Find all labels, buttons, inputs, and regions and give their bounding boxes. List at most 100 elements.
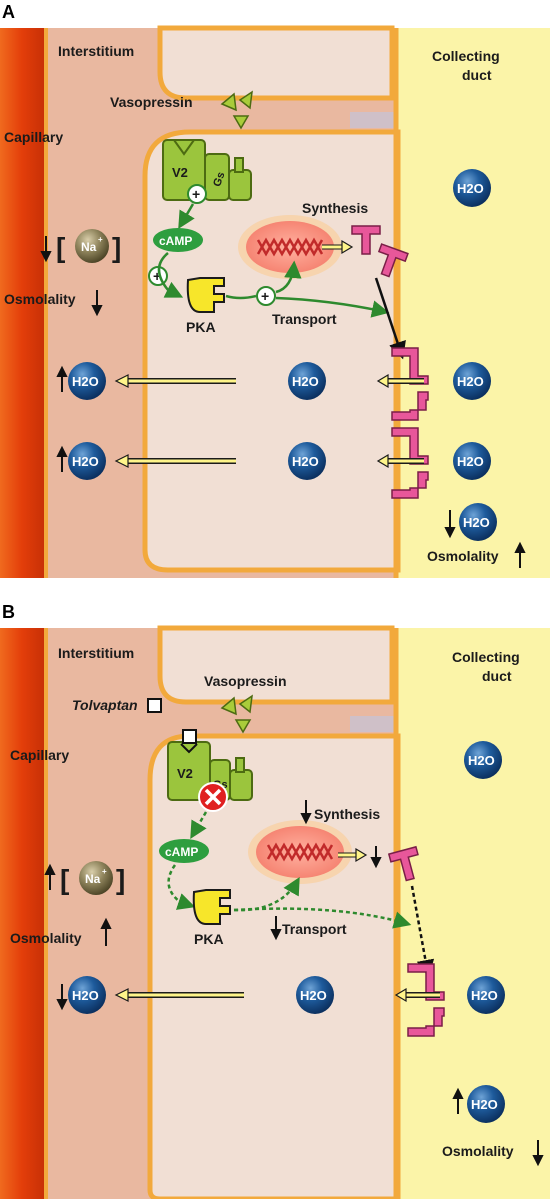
svg-text:+: + (98, 235, 103, 244)
block-icon (198, 782, 228, 812)
nucleus (246, 221, 334, 273)
osmolality-right-label: Osmolality (427, 548, 499, 564)
svg-text:H2O: H2O (457, 181, 484, 196)
h2o-molecule: H2O (288, 362, 326, 400)
water-flow-arrow (376, 373, 424, 389)
svg-text:H2O: H2O (300, 988, 327, 1003)
svg-text:Na: Na (81, 240, 97, 254)
gs-label: Gs (211, 170, 227, 188)
h2o-molecule: H2O (68, 976, 106, 1014)
vasopressin-icon (220, 90, 253, 130)
transport-label: Transport (282, 921, 347, 937)
water-flow-arrow (376, 453, 424, 469)
svg-text:H2O: H2O (471, 988, 498, 1003)
pka-icon (192, 889, 231, 925)
panel-a: A Interstitium Collecting duct Capillary… (0, 2, 550, 578)
v2-label: V2 (172, 165, 188, 180)
capillary-wall (0, 28, 44, 578)
decrease-arrow-icon (444, 510, 456, 539)
nucleus (256, 826, 344, 878)
camp-label: cAMP (159, 234, 192, 248)
pka-label: PKA (194, 931, 224, 947)
h2o-molecule: H2O (288, 442, 326, 480)
h2o-molecule: H2O (68, 362, 106, 400)
decrease-arrow-icon (370, 846, 382, 869)
interstitium-label: Interstitium (58, 43, 134, 59)
neighbour-cell (157, 625, 395, 705)
collecting-duct-label-1: Collecting (452, 649, 520, 665)
decrease-arrow-icon (532, 1140, 544, 1167)
increase-arrow-icon (514, 541, 526, 568)
collecting-duct-region (396, 28, 550, 578)
svg-text:H2O: H2O (457, 454, 484, 469)
aquaporin-channel (407, 963, 445, 1037)
svg-text:H2O: H2O (292, 374, 319, 389)
svg-text:H2O: H2O (457, 374, 484, 389)
h2o-molecule: H2O (68, 442, 106, 480)
tolvaptan-bound-icon (182, 729, 197, 744)
na-ion-icon: [ Na + ] (60, 861, 125, 895)
decrease-arrow-icon (91, 290, 103, 317)
na-ion-icon: [ Na + ] (56, 229, 121, 263)
pka-icon (186, 277, 225, 313)
h2o-molecule: H2O (467, 976, 505, 1014)
vasopressin-label: Vasopressin (110, 94, 193, 110)
increase-arrow-icon (56, 445, 68, 472)
svg-text:+: + (261, 288, 269, 304)
h2o-molecule: H2O (459, 503, 497, 541)
collecting-duct-label-2: duct (462, 67, 492, 83)
water-flow-arrow (114, 374, 236, 388)
camp-node (153, 228, 203, 252)
h2o-molecule: H2O (296, 976, 334, 1014)
panel-b: B Interstitium Collecting duct Capillary… (0, 602, 550, 1199)
svg-text:+: + (192, 186, 200, 202)
transport-label: Transport (272, 311, 337, 327)
panel-a-letter: A (2, 2, 15, 22)
tolvaptan-icon (147, 698, 162, 713)
osmolality-left-label: Osmolality (10, 930, 82, 946)
svg-text:[: [ (60, 864, 69, 895)
svg-text:H2O: H2O (463, 515, 490, 530)
h2o-molecule: H2O (453, 442, 491, 480)
capillary-label: Capillary (4, 129, 63, 145)
increase-arrow-icon (100, 917, 112, 946)
decrease-arrow-icon (40, 236, 52, 263)
panel-b-letter: B (2, 602, 15, 622)
camp-label: cAMP (165, 845, 198, 859)
stimulate-icon (187, 184, 207, 204)
svg-text:+: + (153, 268, 161, 284)
water-flow-arrow (114, 454, 236, 468)
aquaporin-channel (391, 347, 429, 421)
svg-text:]: ] (116, 864, 125, 895)
svg-text:H2O: H2O (72, 454, 99, 469)
increase-arrow-icon (56, 365, 68, 392)
aquaporin-vesicle-icon (351, 225, 409, 278)
h2o-molecule: H2O (453, 362, 491, 400)
tolvaptan-label: Tolvaptan (72, 697, 138, 713)
pka-label: PKA (186, 319, 216, 335)
h2o-molecule: H2O (453, 169, 491, 207)
collecting-duct-label-1: Collecting (432, 48, 500, 64)
svg-text:[: [ (56, 232, 65, 263)
vasopressin-label: Vasopressin (204, 673, 287, 689)
svg-text:H2O: H2O (471, 1097, 498, 1112)
h2o-molecule: H2O (467, 1085, 505, 1123)
stimulate-icon (256, 286, 276, 306)
neighbour-cell (157, 25, 395, 101)
decrease-arrow-icon (56, 984, 68, 1011)
decrease-arrow-icon (300, 800, 312, 825)
svg-text:H2O: H2O (72, 988, 99, 1003)
vasopressin-icon (220, 694, 253, 734)
capillary-wall (0, 628, 44, 1199)
osmolality-left-label: Osmolality (4, 291, 76, 307)
increase-arrow-icon (44, 863, 56, 890)
v2-label: V2 (177, 766, 193, 781)
capillary-label: Capillary (10, 747, 69, 763)
svg-text:H2O: H2O (72, 374, 99, 389)
svg-text:H2O: H2O (468, 753, 495, 768)
water-flow-arrow (394, 987, 440, 1003)
synthesis-label: Synthesis (314, 806, 380, 822)
osmolality-right-label: Osmolality (442, 1143, 514, 1159)
increase-arrow-icon (452, 1087, 464, 1114)
